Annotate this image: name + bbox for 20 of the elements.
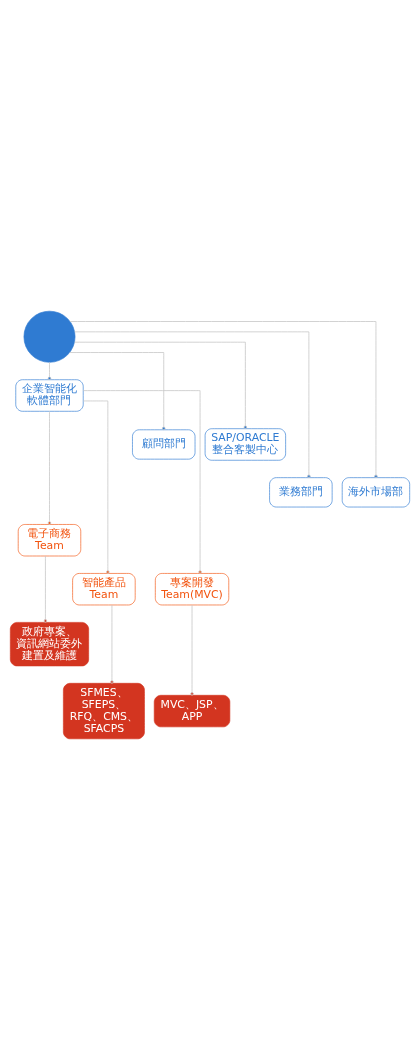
connector — [74, 341, 248, 429]
connector — [47, 411, 52, 525]
node-box: 電子商務 Team — [17, 524, 82, 557]
node-box: 海外市場部 — [341, 477, 410, 508]
node-box: 智能產品 Team — [72, 573, 136, 606]
connector — [69, 352, 166, 431]
node-box: 業務部門 — [269, 477, 333, 508]
connector — [69, 321, 378, 479]
connector — [74, 331, 311, 478]
node-circle — [23, 310, 76, 363]
node-box: SAP/ORACLE整合客製中心 — [204, 428, 286, 461]
node-box: 政府專案、資訊網站委外建置及維護 — [10, 622, 89, 667]
connector — [47, 361, 52, 381]
node-box: 顧問部門 — [132, 429, 196, 460]
node-box: 專案開發 Team(MVC) — [155, 573, 230, 606]
connector — [82, 400, 110, 574]
node-box: 企業智能化軟體部門 — [15, 379, 84, 412]
connector — [82, 390, 202, 574]
node-box: SFMES、SFEPS、RFQ、CMS、SFACPS — [63, 683, 145, 740]
connector — [43, 555, 48, 623]
